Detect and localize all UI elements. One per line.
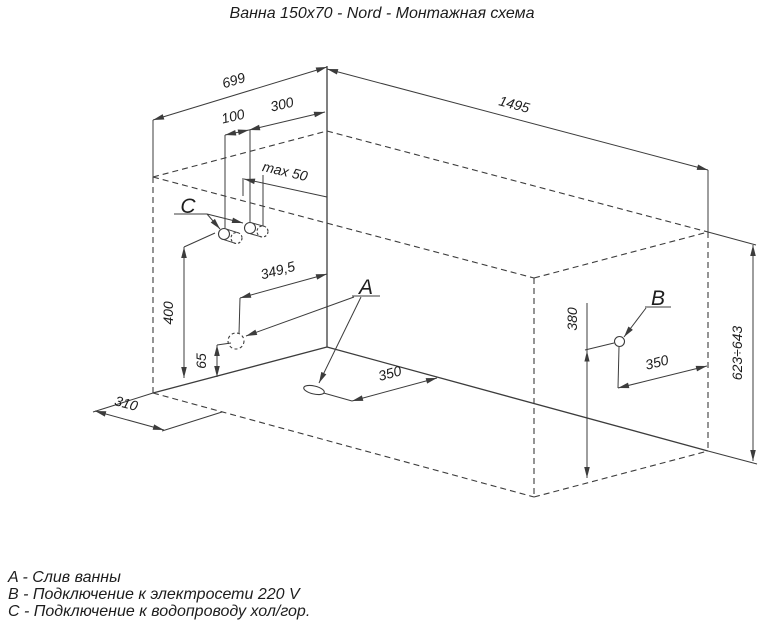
- dim-max50: max 50: [261, 158, 310, 184]
- label-a: A: [357, 276, 373, 299]
- box-dashed-edges: [152, 130, 709, 498]
- dimension-drain-height: 65: [193, 345, 220, 377]
- legend-power: B - Подключение к электросети 220 V: [8, 586, 301, 603]
- dimension-power-offset: 350: [617, 352, 708, 389]
- dim-100: 100: [220, 106, 247, 127]
- label-b: B: [651, 287, 665, 310]
- dim-300: 300: [269, 94, 296, 115]
- hot-water-pipe: [243, 221, 257, 235]
- dimension-pipe-protrusion: max 50: [243, 158, 328, 198]
- callout-b: B: [623, 287, 671, 338]
- legend: A - Слив ванны B - Подключение к электро…: [7, 569, 310, 620]
- dimension-pipe-offset: 300: [248, 94, 326, 131]
- dimension-drain-floor: 350: [351, 362, 438, 402]
- water-connection-pipes: [217, 221, 269, 245]
- dim-350-drain: 350: [376, 362, 403, 384]
- dimension-drain-offset: 349,5: [239, 258, 328, 299]
- dimension-power-height: 380: [564, 303, 590, 478]
- dimension-top-width: 699: [152, 66, 328, 121]
- drain-wall-hole: [227, 332, 245, 350]
- dim-380: 380: [564, 307, 580, 331]
- legend-water: C - Подключение к водопроводу хол/гор.: [8, 603, 310, 620]
- dim-699: 699: [220, 69, 247, 91]
- callout-c: C: [174, 195, 244, 230]
- dim-350-power: 350: [644, 352, 671, 373]
- dim-349-5: 349,5: [259, 258, 297, 283]
- dim-65: 65: [193, 353, 209, 369]
- callout-a: A: [245, 276, 380, 384]
- box-solid-edges: [152, 66, 709, 452]
- dim-623-643: 623÷643: [729, 326, 745, 381]
- drain-openings: [227, 332, 325, 396]
- drawing-title: Ванна 150x70 - Nord - Монтажная схема: [230, 5, 535, 22]
- dim-400: 400: [160, 301, 176, 325]
- power-connection-point: [613, 335, 626, 348]
- dimension-rim-height: 623÷643: [729, 245, 756, 461]
- dim-310: 310: [113, 392, 140, 414]
- dimension-top-length: 1495: [326, 68, 709, 171]
- label-c: C: [180, 195, 196, 218]
- drain-floor-siphon: [303, 384, 325, 396]
- dimension-pipe-height: 400: [160, 247, 187, 378]
- dim-1495: 1495: [497, 92, 531, 116]
- legend-drain: A - Слив ванны: [7, 569, 121, 586]
- dimension-floor-depth: 310: [94, 392, 165, 431]
- cold-water-pipe: [217, 227, 231, 241]
- dimension-pipe-spacing: 100: [220, 106, 250, 136]
